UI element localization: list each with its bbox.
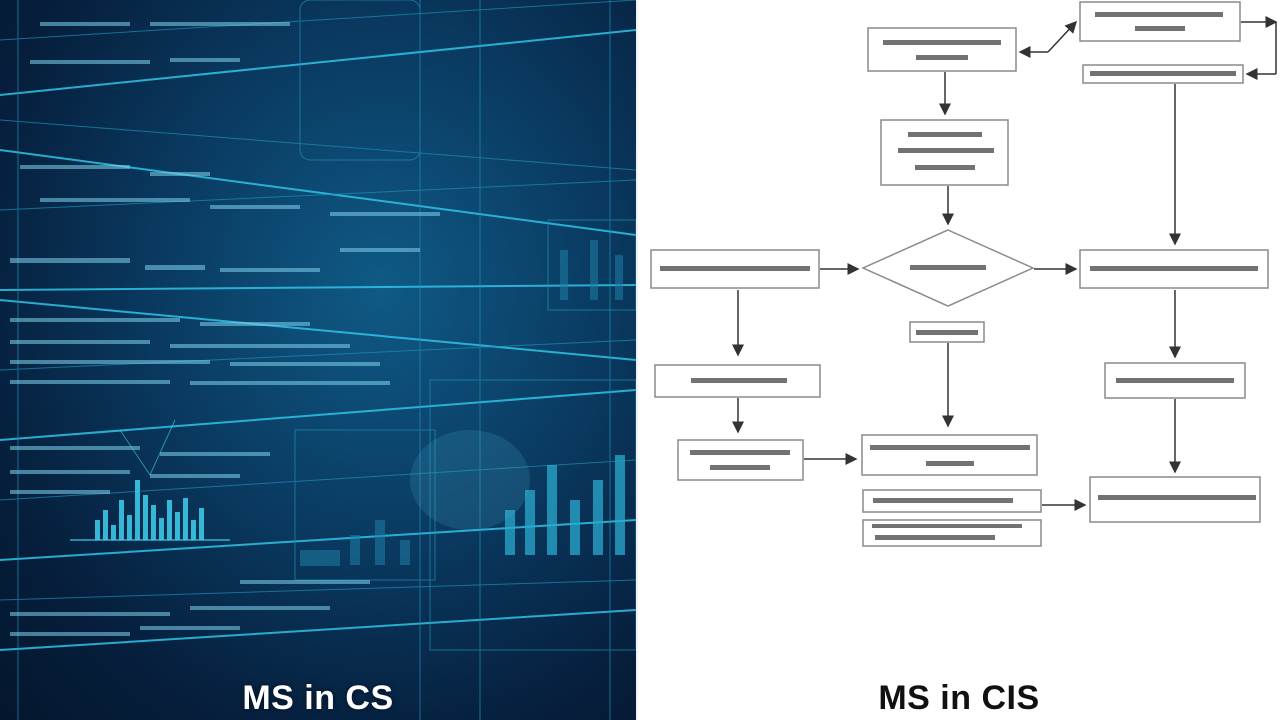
flowchart-diagram	[650, 1, 1278, 547]
flow-box-13	[862, 519, 1042, 547]
flow-box-1	[867, 27, 1017, 72]
ms-in-cis-caption: MS in CIS	[878, 679, 1040, 717]
ms-in-cis-panel: MS in CIS	[638, 0, 1280, 720]
flow-box-11	[861, 434, 1038, 476]
ms-in-cs-panel: MS in CS	[0, 0, 636, 720]
flow-box-10	[677, 439, 804, 481]
panel-divider	[636, 0, 638, 720]
data-visualization-graphic	[0, 0, 636, 720]
ms-in-cs-caption: MS in CS	[242, 679, 394, 717]
flow-box-2	[1079, 1, 1241, 42]
